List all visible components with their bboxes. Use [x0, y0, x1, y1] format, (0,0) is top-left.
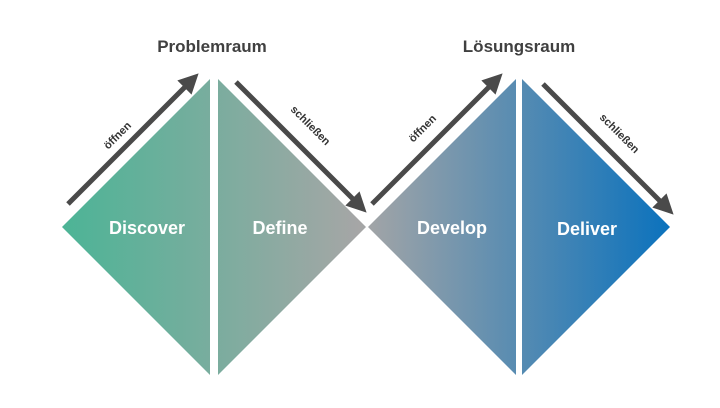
open-arrow-1 [66, 73, 199, 206]
deliver-label: Deliver [557, 219, 617, 239]
close-arrow-2 [541, 82, 674, 215]
deliver-shape [522, 79, 670, 375]
define-shape [218, 79, 366, 375]
close-arrow-1 [234, 80, 367, 213]
discover-label: Discover [109, 218, 185, 238]
define-label: Define [252, 218, 307, 238]
solution-space-heading: Lösungsraum [463, 37, 575, 56]
discover-shape [62, 79, 210, 375]
problem-space-heading: Problemraum [157, 37, 267, 56]
open-label-1: öffnen [102, 120, 134, 152]
close-label-2: schließen [597, 112, 642, 157]
open-arrow-2 [370, 73, 503, 206]
develop-label: Develop [417, 218, 487, 238]
develop-shape [368, 79, 516, 375]
